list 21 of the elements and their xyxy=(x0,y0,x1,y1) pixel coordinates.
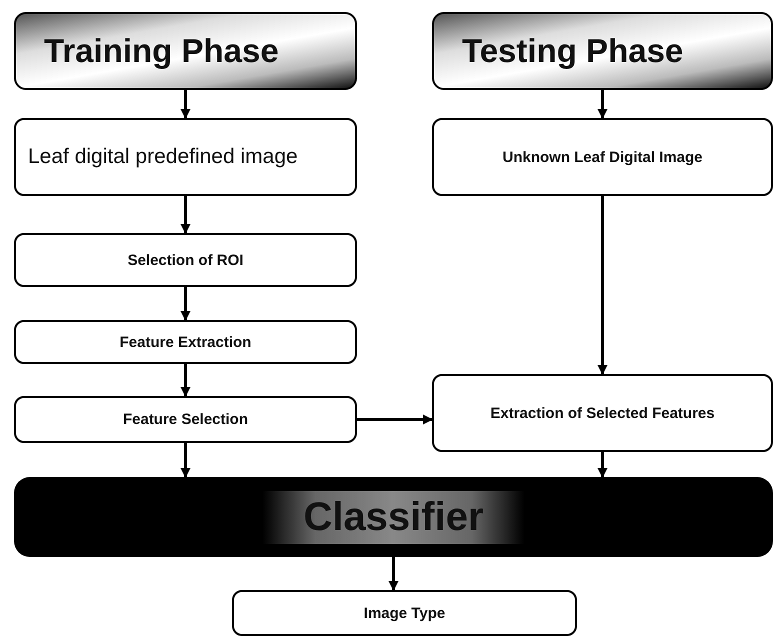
process-box: Image Type xyxy=(232,590,577,636)
classifier-bar xyxy=(14,477,773,557)
arrow xyxy=(180,364,190,397)
arrow xyxy=(180,287,190,321)
process-box: Extraction of Selected Features xyxy=(432,374,773,452)
arrow xyxy=(598,90,608,119)
classifier-label: Classifier xyxy=(263,490,524,544)
phase-header: Testing Phase xyxy=(432,12,773,90)
process-box: Unknown Leaf Digital Image xyxy=(432,118,773,196)
arrow xyxy=(357,414,433,424)
process-box: Selection of ROI xyxy=(14,233,357,287)
process-box: Feature Extraction xyxy=(14,320,357,364)
arrow xyxy=(180,90,190,119)
process-box: Leaf digital predefined image xyxy=(14,118,357,196)
arrow xyxy=(180,443,190,478)
arrow xyxy=(180,196,190,234)
process-box: Feature Selection xyxy=(14,396,357,443)
arrow xyxy=(598,196,608,375)
arrow xyxy=(598,452,608,478)
arrow xyxy=(388,557,398,591)
phase-header: Training Phase xyxy=(14,12,357,90)
